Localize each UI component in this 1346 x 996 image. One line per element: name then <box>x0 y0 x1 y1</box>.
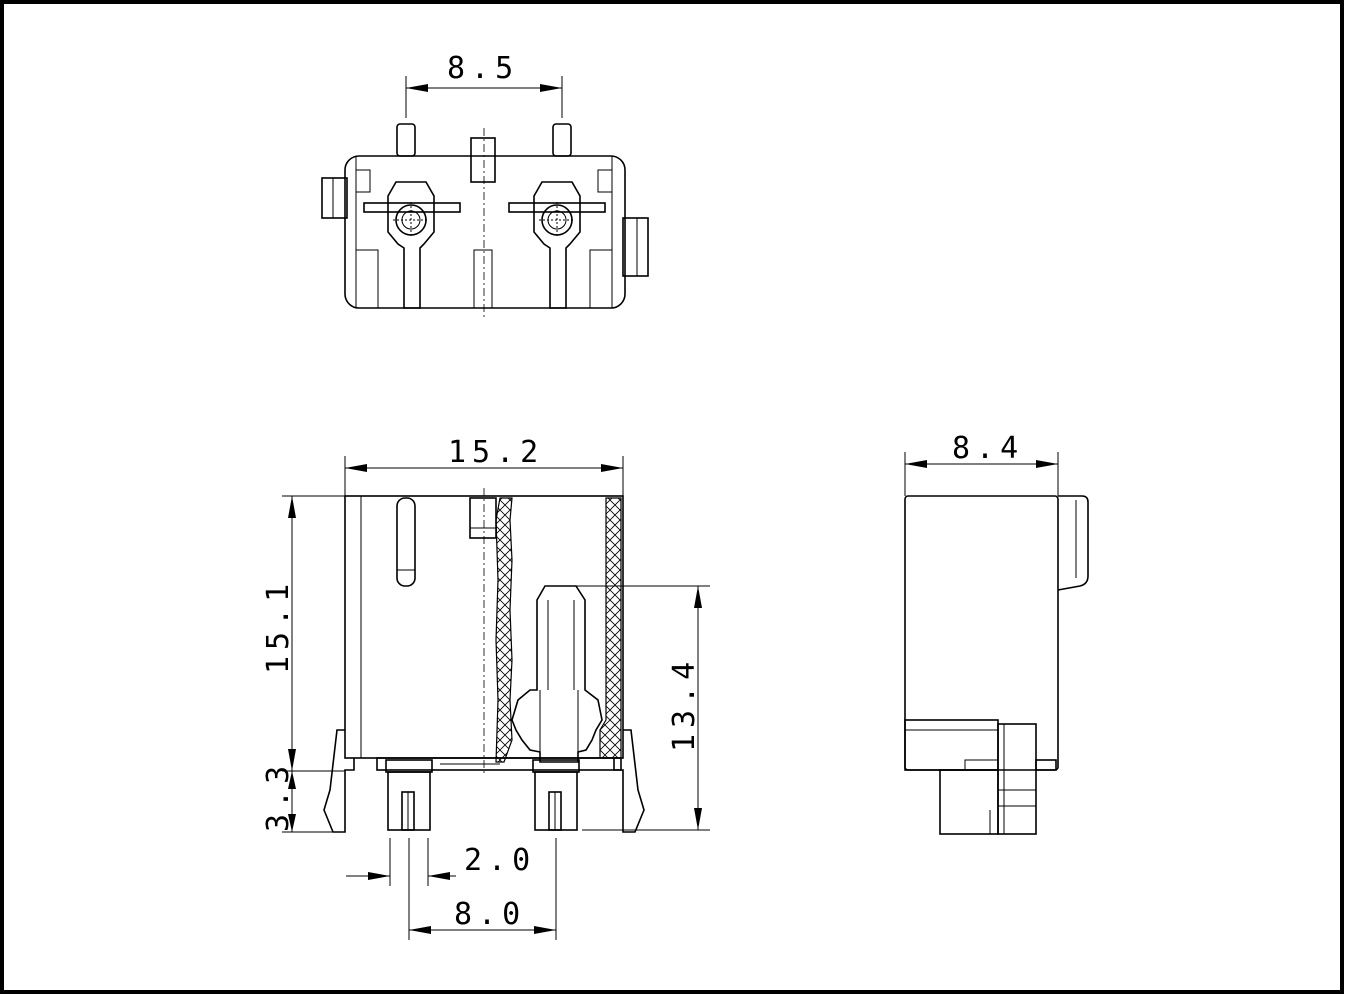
dim-width: 15.2 <box>448 435 544 470</box>
dim-pin-width: 2.0 <box>464 843 536 878</box>
front-view: 15.2 15.1 3.3 13.4 2.0 8.0 <box>261 435 710 940</box>
side-view: 8.4 <box>904 431 1089 835</box>
top-view: 8.5 <box>321 51 649 318</box>
dim-height: 15.1 <box>261 578 296 674</box>
dim-depth: 8.4 <box>952 431 1024 466</box>
dim-pin-pitch: 8.0 <box>454 897 526 932</box>
dim-contact-height: 13.4 <box>667 656 702 752</box>
dim-top-pitch: 8.5 <box>447 51 519 86</box>
dim-pin-length: 3.3 <box>261 760 296 832</box>
